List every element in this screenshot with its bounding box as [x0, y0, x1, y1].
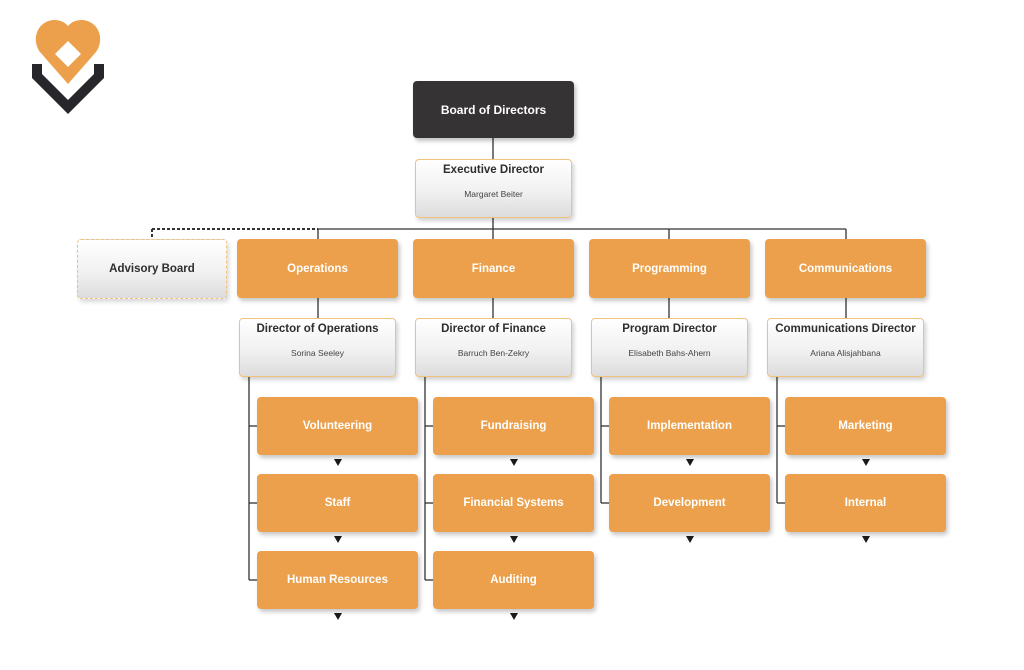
executive-director-box: Executive Director Margaret Beiter [415, 159, 572, 218]
expand-arrow-icon[interactable] [862, 536, 870, 543]
logo-heart-shape [35, 20, 101, 84]
unit-label: Financial Systems [463, 497, 564, 509]
expand-arrow-icon[interactable] [510, 536, 518, 543]
expand-arrow-icon[interactable] [510, 613, 518, 620]
director-title: Communications Director [775, 323, 916, 335]
unit-marketing: Marketing [785, 397, 946, 455]
unit-label: Implementation [647, 420, 732, 432]
director-title: Director of Finance [441, 323, 546, 335]
department-title: Communications [798, 262, 893, 275]
unit-auditing: Auditing [433, 551, 594, 609]
director-name: Barruch Ben-Zekry [457, 348, 530, 358]
expand-arrow-icon[interactable] [334, 459, 342, 466]
department-title: Operations [287, 262, 348, 275]
unit-implementation: Implementation [609, 397, 770, 455]
director-name: Ariana Alisjahbana [810, 348, 881, 358]
expand-arrow-icon[interactable] [510, 459, 518, 466]
heart-diamond-logo-icon [32, 20, 104, 114]
unit-label: Fundraising [480, 420, 547, 432]
unit-label: Development [653, 497, 726, 509]
director-finance-box: Director of Finance Barruch Ben-Zekry [415, 318, 572, 377]
director-name: Elisabeth Bahs-Ahern [628, 348, 711, 358]
unit-development: Development [609, 474, 770, 532]
director-operations-box: Director of Operations Sorina Seeley [239, 318, 396, 377]
executive-name: Margaret Beiter [464, 189, 523, 199]
unit-label: Internal [844, 497, 887, 509]
executive-title: Executive Director [443, 164, 544, 176]
unit-financial-systems: Financial Systems [433, 474, 594, 532]
director-communications-box: Communications Director Ariana Alisjahba… [767, 318, 924, 377]
advisory-board-box: Advisory Board [77, 239, 227, 299]
expand-arrow-icon[interactable] [686, 459, 694, 466]
department-title: Programming [632, 262, 707, 275]
director-name: Sorina Seeley [291, 348, 344, 358]
department-communications: Communications [765, 239, 926, 298]
unit-label: Marketing [838, 420, 893, 432]
director-programming-box: Program Director Elisabeth Bahs-Ahern [591, 318, 748, 377]
unit-label: Volunteering [302, 420, 373, 432]
unit-label: Human Resources [287, 574, 388, 586]
expand-arrow-icon[interactable] [334, 536, 342, 543]
department-title: Finance [471, 262, 516, 275]
director-title: Program Director [622, 323, 717, 335]
unit-human-resources: Human Resources [257, 551, 418, 609]
unit-staff: Staff [257, 474, 418, 532]
unit-internal: Internal [785, 474, 946, 532]
expand-arrow-icon[interactable] [334, 613, 342, 620]
board-of-directors-box: Board of Directors [413, 81, 574, 138]
unit-label: Staff [324, 497, 351, 509]
department-finance: Finance [413, 239, 574, 298]
unit-label: Auditing [490, 574, 537, 586]
logo-chevron-shape [32, 64, 104, 114]
unit-volunteering: Volunteering [257, 397, 418, 455]
expand-arrow-icon[interactable] [686, 536, 694, 543]
unit-fundraising: Fundraising [433, 397, 594, 455]
department-programming: Programming [589, 239, 750, 298]
director-title: Director of Operations [256, 323, 379, 335]
board-title: Board of Directors [440, 102, 547, 117]
department-operations: Operations [237, 239, 398, 298]
expand-arrow-icon[interactable] [862, 459, 870, 466]
advisory-title: Advisory Board [109, 263, 195, 275]
